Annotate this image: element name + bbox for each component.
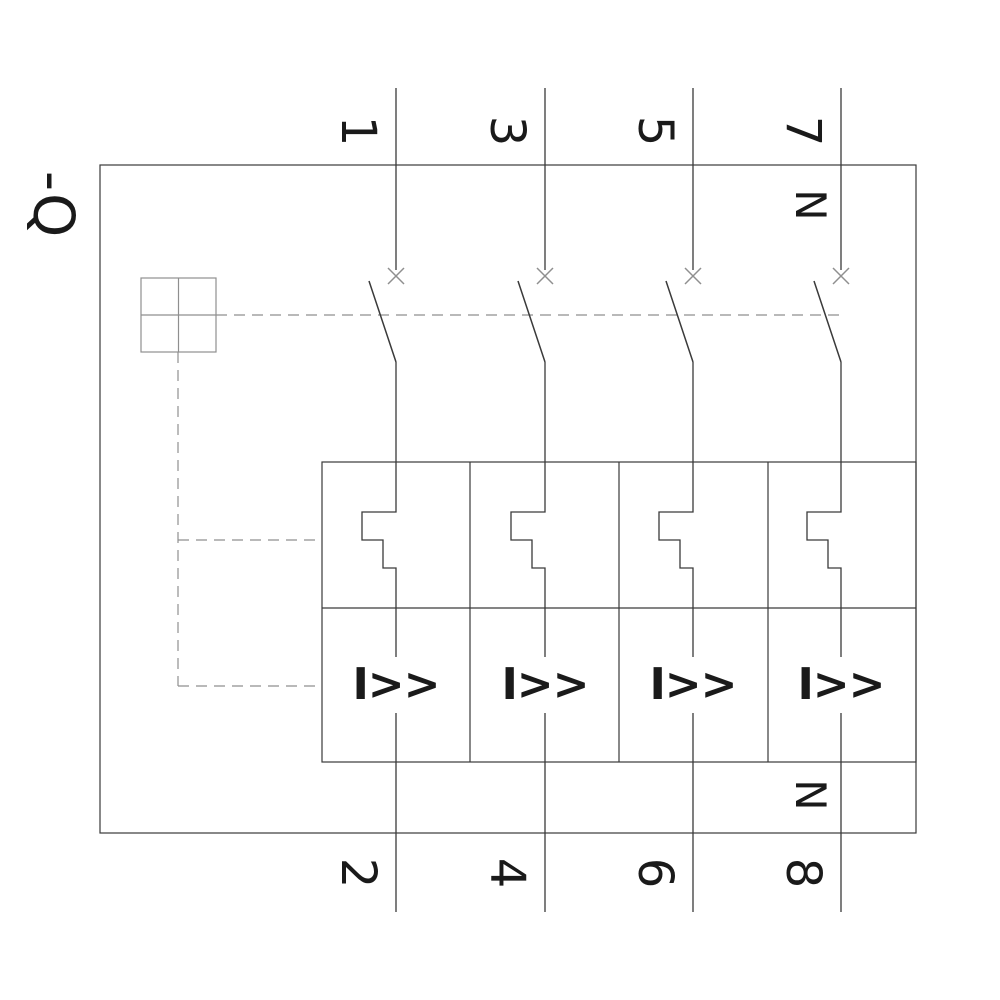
pole-group-4 — [806, 88, 850, 912]
pole-group-3 — [658, 88, 702, 912]
terminal-label-5: 5 — [627, 115, 683, 147]
switch-blade — [665, 280, 694, 363]
thermal-release-symbol — [510, 362, 546, 912]
thermal-release-symbol — [806, 362, 842, 912]
overcurrent-trip-label-1: I>> — [336, 657, 456, 713]
contact-cross-icon — [684, 267, 702, 285]
pole-group-1 — [361, 88, 405, 912]
overcurrent-trip-label-4: I>> — [781, 657, 901, 713]
terminal-label-6: 6 — [627, 857, 683, 889]
switch-blade — [368, 280, 397, 363]
terminal-label-1: 1 — [330, 115, 386, 147]
terminal-label-4: 4 — [479, 857, 535, 889]
contact-cross-icon — [387, 267, 405, 285]
overcurrent-trip-label-2: I>> — [485, 657, 605, 713]
contact-cross-icon — [536, 267, 554, 285]
terminal-label-2: 2 — [330, 857, 386, 889]
switch-blade — [813, 280, 842, 363]
terminal-label-7: 7 — [775, 115, 831, 147]
neutral-label-top: N — [786, 189, 835, 221]
thermal-release-symbol — [361, 362, 397, 912]
mechanical-coupling-line — [177, 314, 845, 687]
thermal-release-symbol — [658, 362, 694, 912]
pole-group-2 — [510, 88, 554, 912]
contact-cross-icon — [832, 267, 850, 285]
switch-blade — [517, 280, 546, 363]
overcurrent-trip-label-3: I>> — [633, 657, 753, 713]
trip-unit-block — [321, 461, 917, 763]
terminal-label-8: 8 — [775, 857, 831, 889]
terminal-label-3: 3 — [479, 115, 535, 147]
device-designation-label: -Q — [20, 170, 85, 238]
neutral-label-bottom: N — [786, 779, 835, 811]
device-boundary — [99, 164, 917, 834]
actuator-symbol — [140, 277, 217, 353]
